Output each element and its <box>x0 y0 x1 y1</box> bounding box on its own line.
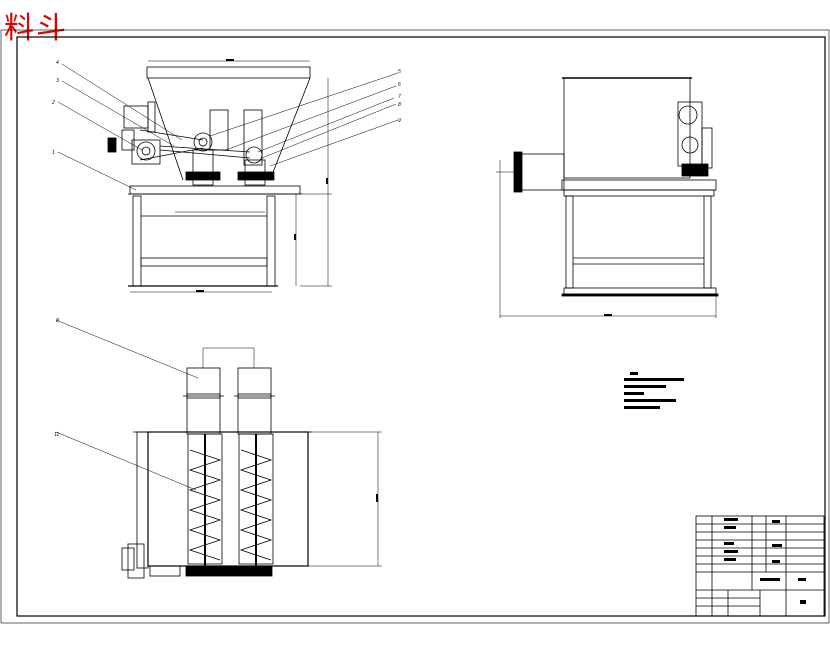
technical-notes <box>624 372 684 409</box>
callout-labels: 4 3 2 1 5 6 7 8 9 8 11 <box>51 60 401 438</box>
side-view <box>496 77 719 318</box>
callout-8: 8 <box>398 102 401 108</box>
callout-6: 6 <box>398 82 401 88</box>
outer-border <box>0 29 830 624</box>
title-block <box>695 515 825 617</box>
callout-4: 4 <box>56 60 59 66</box>
callout-3: 3 <box>56 78 59 84</box>
inner-border <box>16 36 826 617</box>
front-view <box>57 59 399 293</box>
callout-9: 9 <box>398 118 401 124</box>
callout-8-top: 8 <box>56 318 59 324</box>
callout-5: 5 <box>398 69 401 75</box>
callout-11: 11 <box>54 432 59 438</box>
callout-1: 1 <box>52 150 55 156</box>
callout-7: 7 <box>398 94 401 100</box>
drawing-title: 料斗 <box>4 11 68 46</box>
top-view <box>55 319 382 579</box>
callout-2: 2 <box>51 100 55 106</box>
